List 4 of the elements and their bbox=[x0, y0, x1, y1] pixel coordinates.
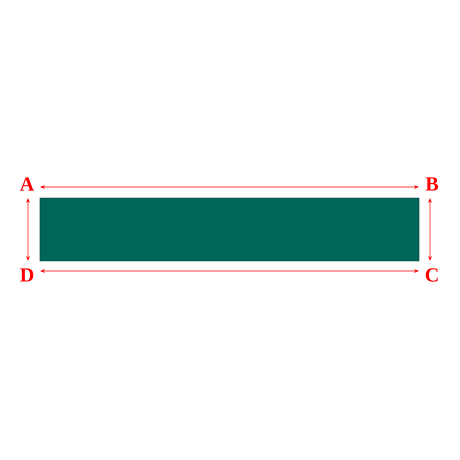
corner-label: D bbox=[20, 268, 34, 282]
corner-label: C bbox=[426, 268, 438, 282]
corner-label: A bbox=[20, 177, 34, 191]
corner-label: B bbox=[426, 177, 438, 191]
